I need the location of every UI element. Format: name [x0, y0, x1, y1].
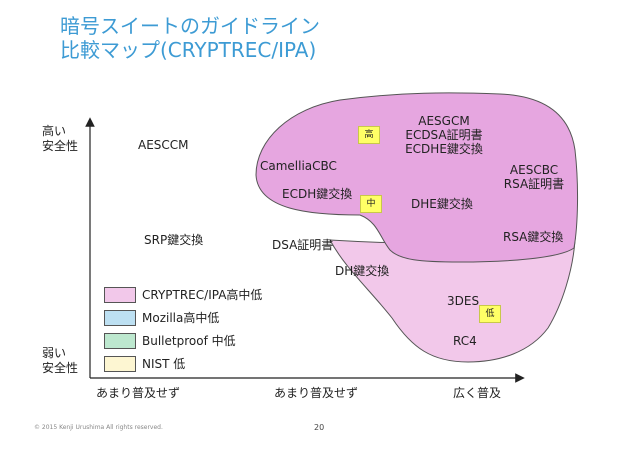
y-axis-high-line2: 安全性: [42, 139, 79, 153]
suite-dh: DH鍵交換: [335, 264, 390, 278]
suite-srp: SRP鍵交換: [144, 233, 204, 247]
legend-label-bulletproof: Bulletproof 中低: [142, 334, 236, 348]
badge-low: 低: [479, 305, 501, 323]
x-axis-label-middle: あまり普及せず: [274, 386, 359, 400]
suite-rc4: RC4: [453, 334, 477, 348]
slide-title: 暗号スイートのガイドライン: [60, 14, 320, 38]
y-axis-low-label: 弱い 安全性: [42, 346, 78, 376]
legend-swatch-bulletproof: [104, 333, 136, 349]
suite-aescbc-line2: RSA証明書: [503, 177, 565, 191]
legend-label-cryptrec: CRYPTREC/IPA高中低: [142, 288, 263, 302]
footer-copyright: © 2015 Kenji Urushima All rights reserve…: [34, 424, 163, 431]
y-axis-high-label: 高い 安全性: [42, 124, 78, 154]
slide-subtitle: 比較マップ(CRYPTREC/IPA): [60, 38, 317, 62]
suite-dhe: DHE鍵交換: [411, 197, 473, 211]
region-high-mid-tier: [255, 92, 579, 263]
suite-aesccm: AESCCM: [138, 138, 189, 152]
legend-swatch-cryptrec: [104, 287, 136, 303]
y-axis-high-line1: 高い: [42, 124, 67, 138]
page-number: 20: [314, 423, 325, 432]
suite-camellia: CamelliaCBC: [260, 159, 337, 173]
suite-aesgcm-line2: ECDSA証明書: [405, 128, 483, 142]
suite-3des: 3DES: [447, 294, 480, 308]
legend-swatch-nist: [104, 356, 136, 372]
y-axis-low-line2: 安全性: [42, 361, 79, 375]
suite-aescbc: AESCBC RSA証明書: [500, 163, 568, 191]
suite-dsa: DSA証明書: [272, 238, 334, 252]
badge-mid: 中: [360, 195, 382, 213]
legend-label-mozilla: Mozilla高中低: [142, 311, 220, 325]
suite-aesgcm-line1: AESGCM: [418, 114, 470, 128]
badge-high: 高: [358, 126, 380, 144]
legend-label-nist: NIST 低: [142, 357, 186, 371]
x-axis-label-left: あまり普及せず: [96, 386, 181, 400]
legend-swatch-mozilla: [104, 310, 136, 326]
suite-aesgcm: AESGCM ECDSA証明書 ECDHE鍵交換: [400, 114, 488, 156]
y-axis-low-line1: 弱い: [42, 346, 67, 360]
suite-rsa-kx: RSA鍵交換: [503, 230, 564, 244]
suite-aescbc-line1: AESCBC: [509, 163, 559, 177]
x-axis-label-right: 広く普及: [453, 386, 502, 400]
suite-ecdh: ECDH鍵交換: [282, 187, 353, 201]
suite-aesgcm-line3: ECDHE鍵交換: [405, 142, 483, 156]
